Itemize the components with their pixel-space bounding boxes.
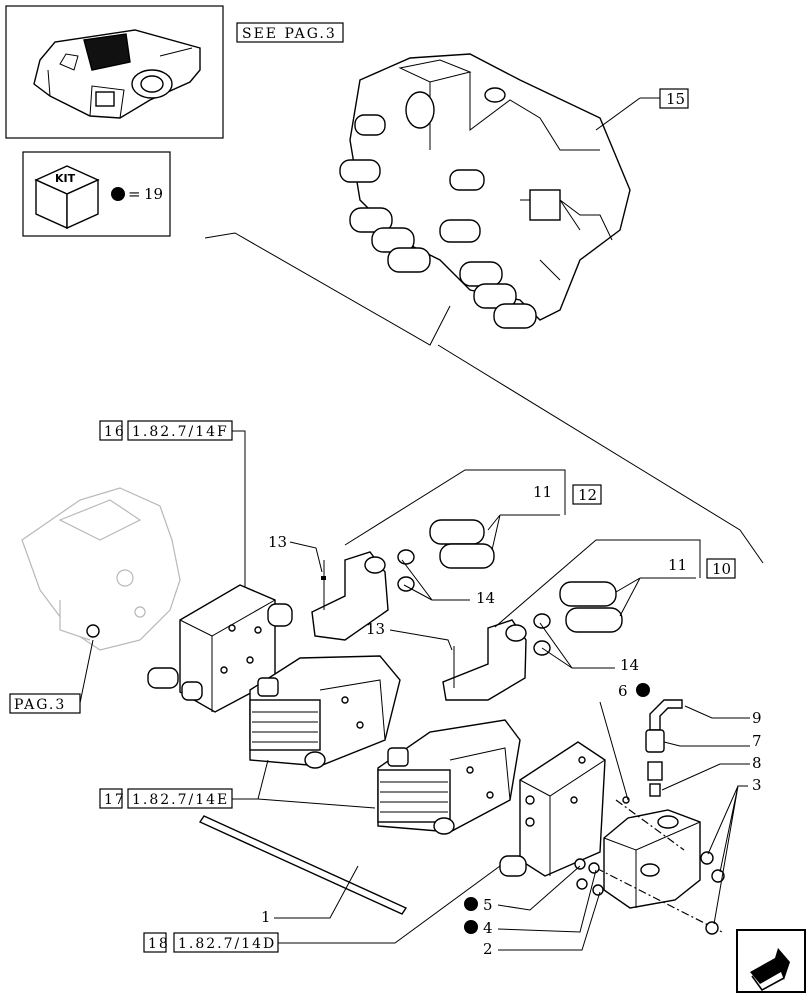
svg-text:1.82.7/14E: 1.82.7/14E <box>132 792 229 808</box>
svg-text:=: = <box>128 185 141 203</box>
location-thumbnail <box>5 5 224 139</box>
svg-text:17: 17 <box>104 792 126 808</box>
leader-assembly-right <box>437 344 764 564</box>
kit-dot-icon <box>111 187 125 201</box>
inlet-section <box>147 584 293 713</box>
callout-11a: 11 <box>487 483 560 551</box>
flange-block <box>595 799 723 933</box>
control-valve-assembly <box>339 53 631 329</box>
callout-2: 2 <box>483 891 601 958</box>
callout-5: 5 <box>464 865 581 914</box>
svg-text:13: 13 <box>268 533 287 551</box>
svg-text:PAG.3: PAG.3 <box>14 697 66 713</box>
svg-text:5: 5 <box>483 896 493 914</box>
svg-text:18: 18 <box>148 936 170 952</box>
callout-9: 9 <box>684 705 762 727</box>
tie-rod <box>198 815 408 915</box>
callout-14b: 14 <box>539 622 639 674</box>
reference-16[interactable]: 16 1.82.7/14F <box>99 420 246 600</box>
svg-text:KIT: KIT <box>55 172 76 185</box>
svg-text:14: 14 <box>476 589 495 607</box>
rear-housing-ghost <box>21 487 181 651</box>
svg-text:11: 11 <box>533 483 552 501</box>
callout-14a: 14 <box>401 559 495 607</box>
kit-cube-icon: KIT <box>34 165 100 230</box>
svg-text:13: 13 <box>366 620 385 638</box>
callout-12: 12 <box>572 484 602 505</box>
reference-18[interactable]: 18 1.82.7/14D <box>143 865 501 953</box>
next-page-arrow-icon[interactable] <box>736 929 806 993</box>
pipe-fitting <box>645 699 683 797</box>
svg-text:9: 9 <box>752 709 762 727</box>
reference-17[interactable]: 17 1.82.7/14E <box>99 759 376 809</box>
callout-4: 4 <box>464 869 597 937</box>
leader-group-12 <box>344 469 566 546</box>
control-section-17a <box>249 655 401 769</box>
callout-13a: 13 <box>268 533 323 573</box>
svg-text:14: 14 <box>620 656 639 674</box>
callout-1: 1 <box>261 865 359 926</box>
callout-13b: 13 <box>366 620 453 651</box>
svg-text:16: 16 <box>104 424 126 440</box>
spool-cover-12 <box>311 519 495 641</box>
svg-text:8: 8 <box>752 754 762 772</box>
callout-11b: 11 <box>615 556 696 617</box>
callout-8: 8 <box>661 754 762 791</box>
pag3-reference[interactable]: PAG.3 <box>9 639 94 714</box>
svg-text:4: 4 <box>483 919 493 937</box>
outlet-section <box>499 741 606 877</box>
svg-text:1.82.7/14F: 1.82.7/14F <box>132 424 229 440</box>
svg-text:15: 15 <box>666 90 685 108</box>
control-section-17b <box>377 719 521 835</box>
svg-text:2: 2 <box>483 940 493 958</box>
svg-text:7: 7 <box>752 732 762 750</box>
callout-10: 10 <box>706 558 736 579</box>
leader-assembly-left <box>204 232 451 346</box>
svg-text:12: 12 <box>578 486 597 504</box>
svg-text:10: 10 <box>712 560 731 578</box>
leader-group-10 <box>494 539 701 628</box>
svg-text:3: 3 <box>752 776 762 794</box>
callout-3: 3 <box>707 776 762 925</box>
callout-6: 6 <box>599 682 650 801</box>
callout-15: 15 <box>595 88 689 131</box>
kit-legend: KIT = 19 <box>22 151 171 237</box>
svg-text:6: 6 <box>618 682 628 700</box>
spool-cover-10 <box>442 581 623 701</box>
svg-text:11: 11 <box>668 556 687 574</box>
svg-text:SEE PAG.3: SEE PAG.3 <box>242 26 337 42</box>
callout-7: 7 <box>663 732 762 750</box>
see-page-reference[interactable]: SEE PAG.3 <box>236 22 344 43</box>
svg-text:1.82.7/14D: 1.82.7/14D <box>178 936 276 952</box>
svg-text:1: 1 <box>261 908 271 926</box>
svg-text:19: 19 <box>144 185 163 203</box>
